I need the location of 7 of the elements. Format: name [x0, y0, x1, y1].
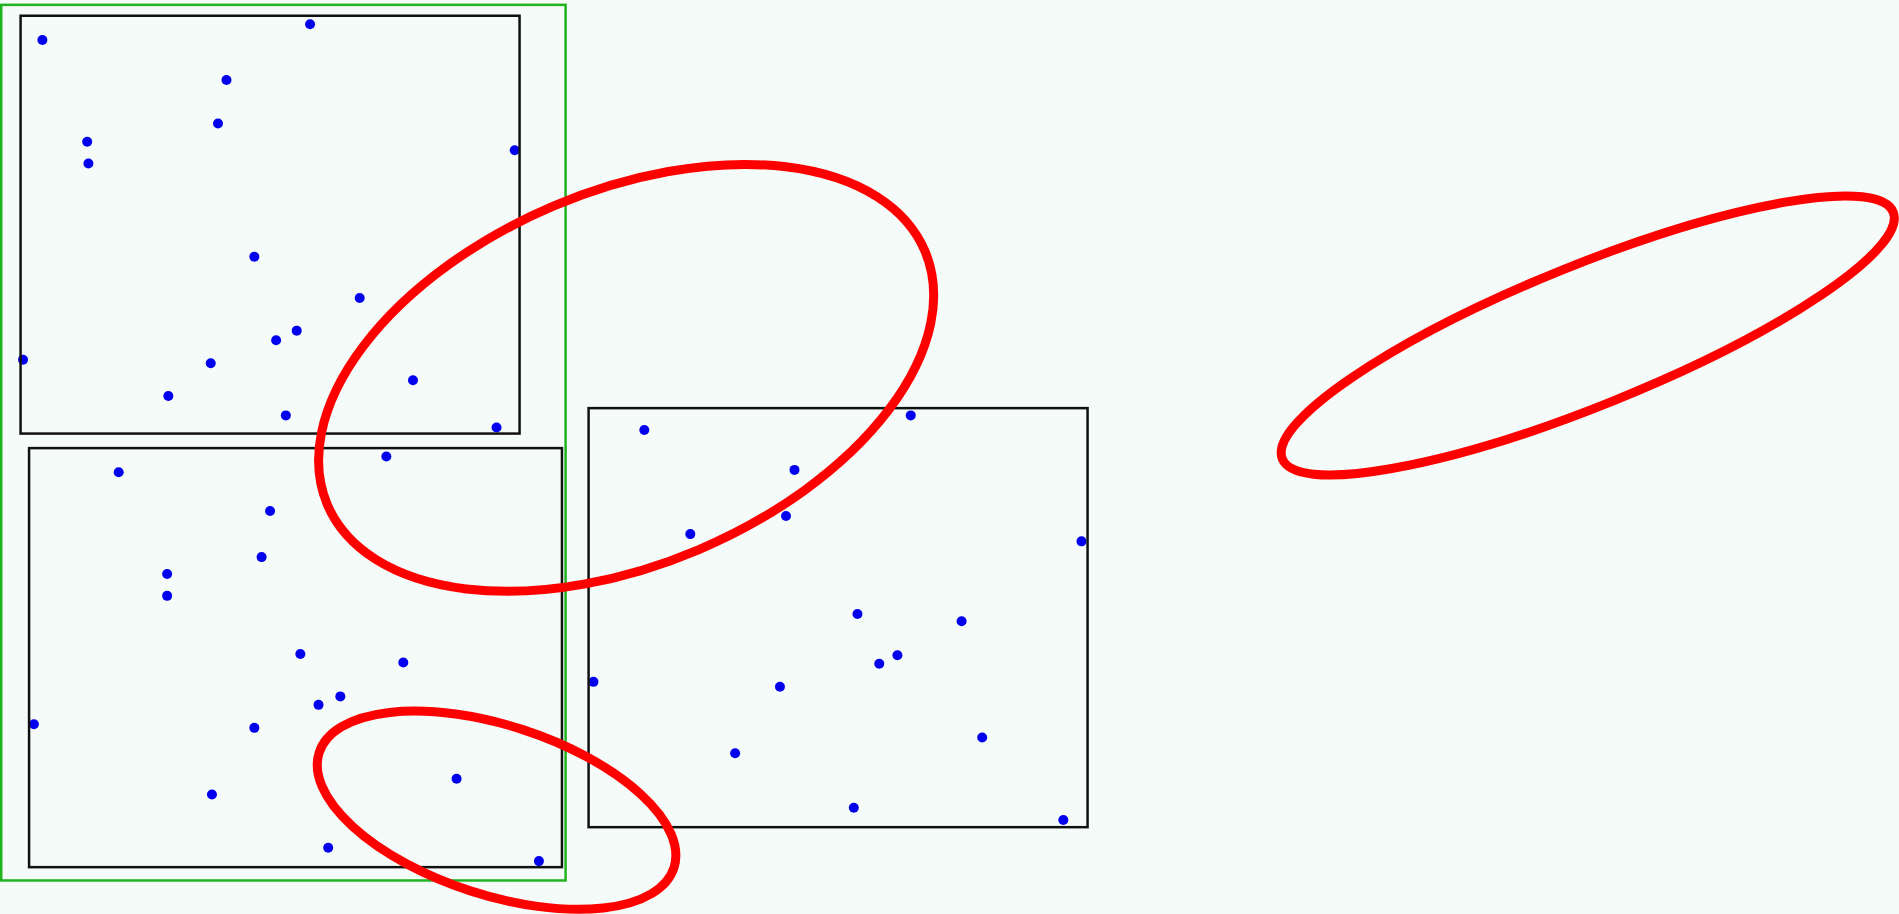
ellipse-outline [1277, 191, 1899, 480]
region-box [587, 406, 1089, 829]
ellipse-outline [314, 159, 939, 596]
region-box [27, 446, 564, 869]
ellipse-outline [312, 706, 681, 914]
group-frame [0, 3, 567, 882]
region-box [19, 14, 521, 435]
